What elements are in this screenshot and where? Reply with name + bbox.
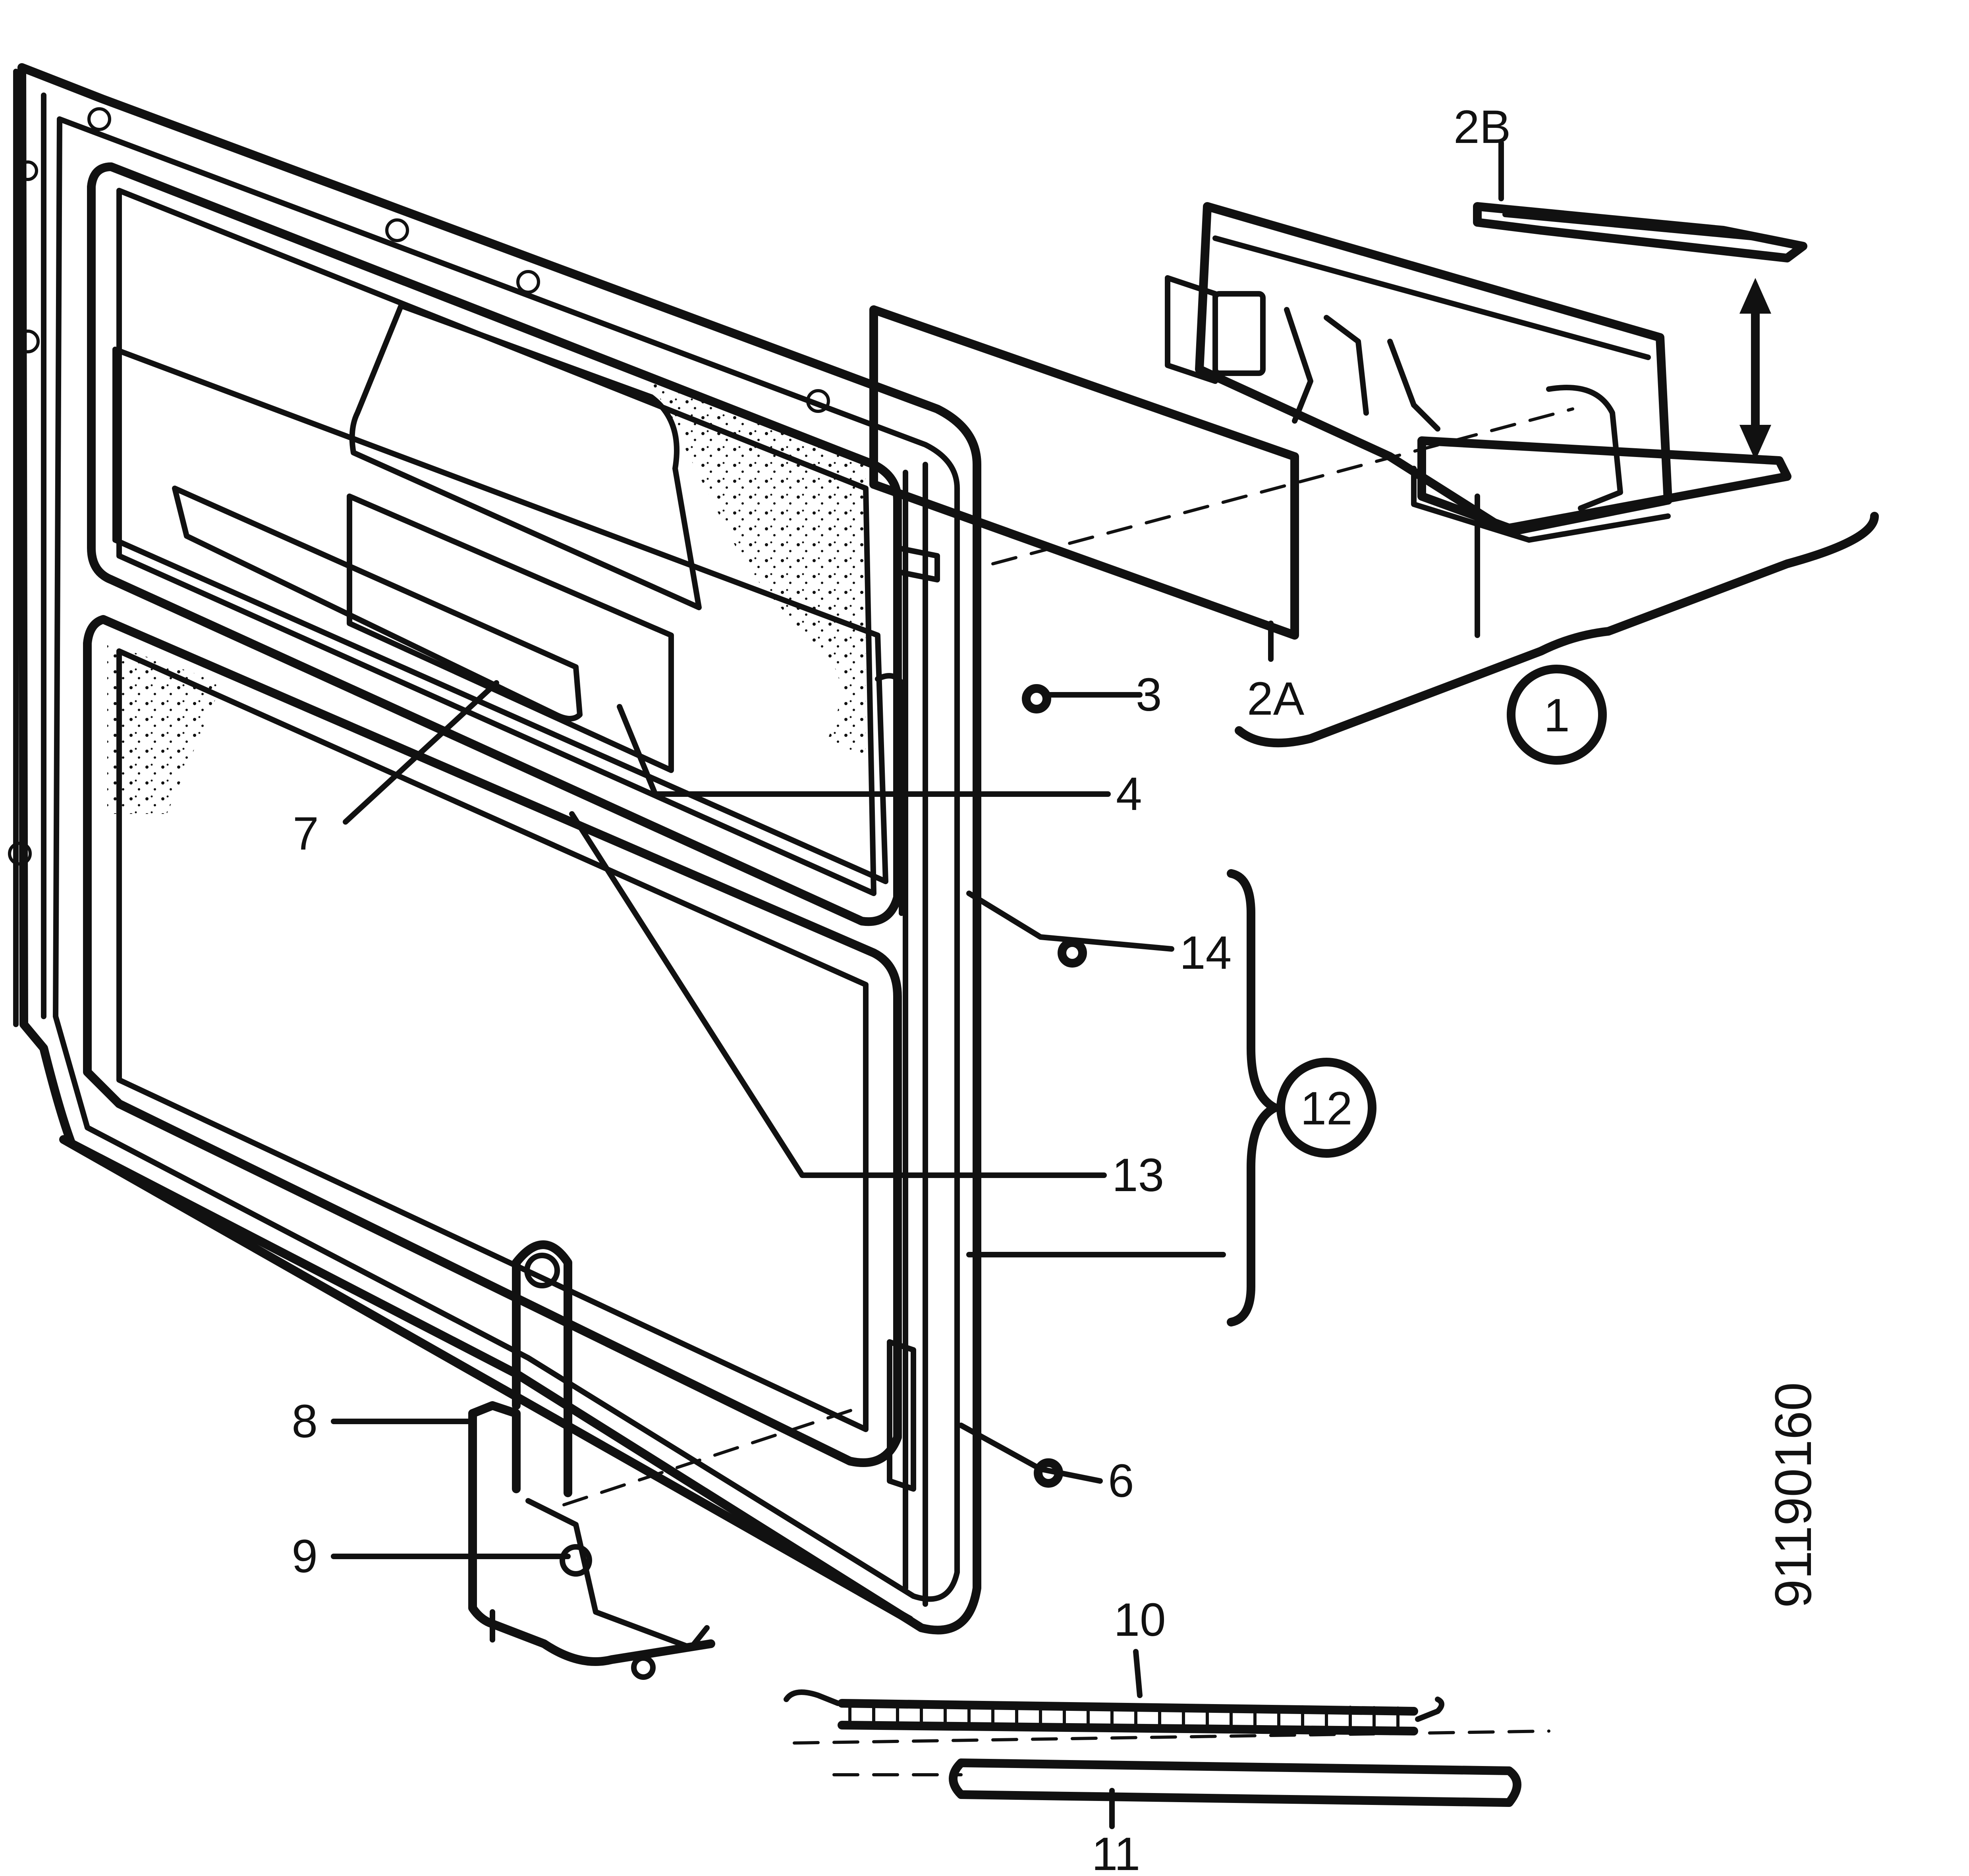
label-part-13: 13 — [1112, 1149, 1164, 1201]
label-part-2A: 2A — [1247, 673, 1305, 725]
label-part-4: 4 — [1116, 768, 1142, 820]
label-part-1: 1 — [1544, 689, 1570, 742]
label-part-9: 9 — [291, 1530, 318, 1583]
leader-lines — [331, 140, 1504, 1829]
hinge-assembly — [468, 1240, 867, 1680]
label-part-7: 7 — [293, 808, 319, 860]
label-part-14: 14 — [1179, 927, 1232, 979]
label-part-10: 10 — [1114, 1594, 1166, 1646]
group-12-brace — [1227, 869, 1279, 1327]
part-1-circle — [1507, 665, 1607, 765]
spring-and-rod — [784, 1689, 1550, 1807]
part-12-circle — [1276, 1058, 1376, 1158]
label-part-2B: 2B — [1454, 101, 1511, 153]
door-panel — [8, 63, 981, 1635]
label-part-6: 6 — [1108, 1455, 1134, 1507]
label-part-12: 12 — [1300, 1082, 1352, 1135]
reference-code: 91190160 — [1764, 1382, 1822, 1608]
control-panel-assembly — [869, 202, 1879, 748]
label-part-3: 3 — [1136, 669, 1162, 721]
label-part-8: 8 — [291, 1395, 318, 1448]
label-part-11: 11 — [1092, 1828, 1141, 1876]
